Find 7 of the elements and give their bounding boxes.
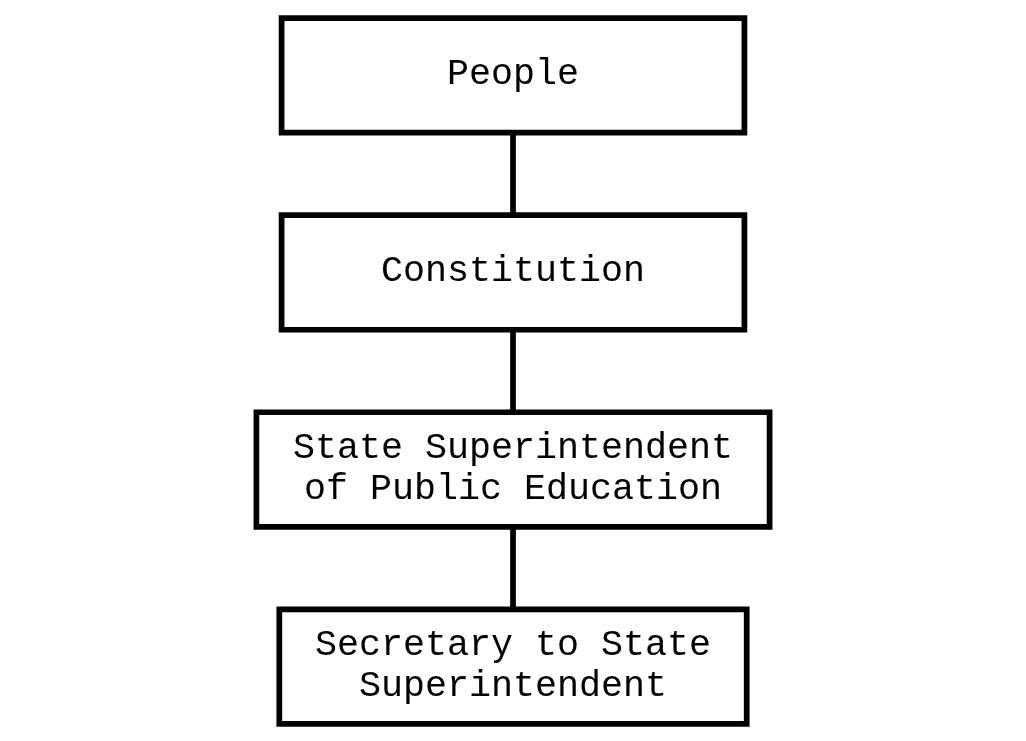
connector bbox=[510, 527, 516, 609]
node-box: State Superintendent of Public Education bbox=[253, 408, 773, 530]
node-box: People bbox=[278, 14, 748, 136]
node-box: Constitution bbox=[278, 211, 748, 333]
node-box: Secretary to State Superintendent bbox=[276, 605, 750, 727]
connector bbox=[510, 330, 516, 412]
connector bbox=[510, 133, 516, 215]
